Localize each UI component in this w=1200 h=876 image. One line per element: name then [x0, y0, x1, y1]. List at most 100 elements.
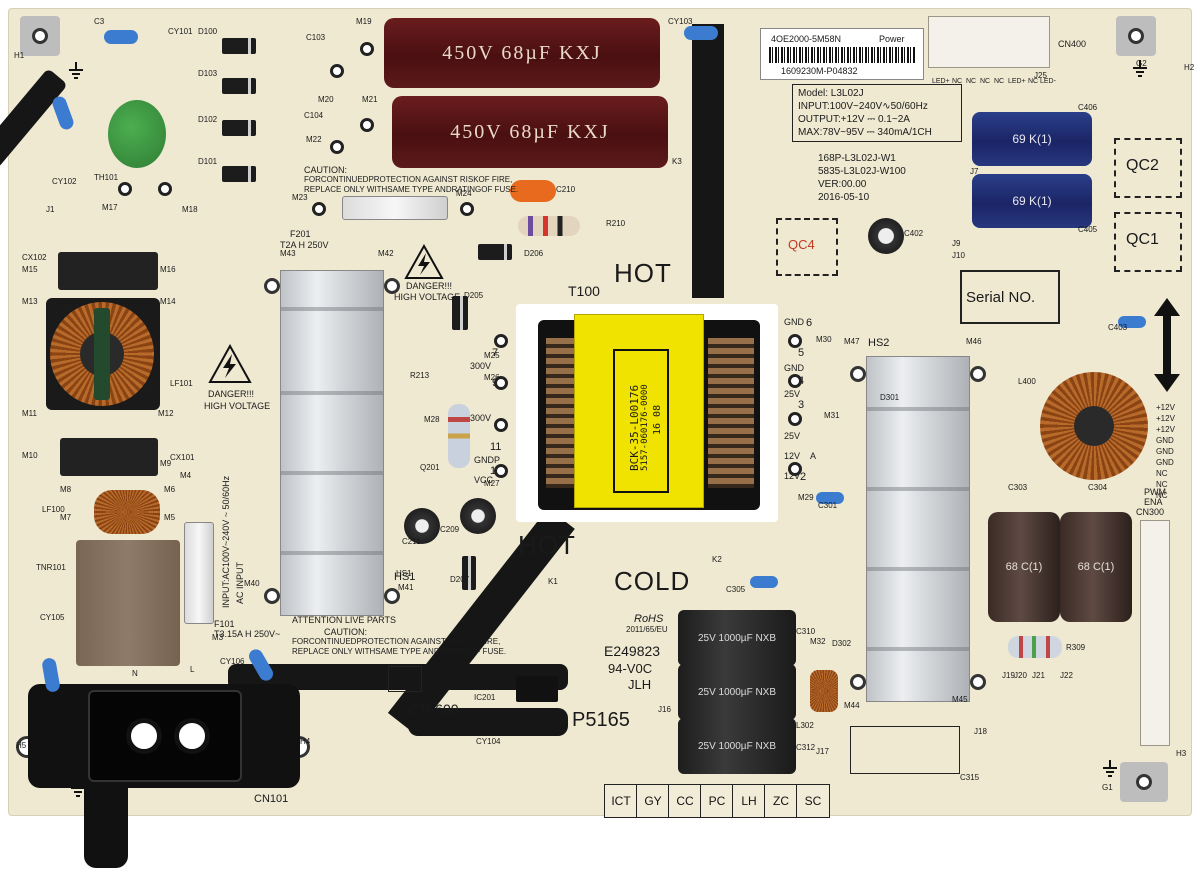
cn400-pin-2: NC	[966, 78, 977, 85]
cap-c312-text: 25V 1000µF NXB	[697, 740, 777, 752]
connector-cn300[interactable]	[1140, 520, 1170, 746]
heatsink-hs2-hole-bot	[850, 674, 866, 690]
t-pin-l0: 7	[492, 347, 499, 359]
cn400-pin-5: LED+	[1008, 78, 1026, 85]
refdes-m16: M16	[160, 265, 176, 274]
diode-d101	[222, 166, 256, 182]
refdes-c402: C402	[904, 229, 924, 238]
t-pin-r2: 5	[798, 347, 805, 359]
refdes-c310: C310	[796, 627, 816, 636]
refdes-m14: M14	[160, 297, 176, 306]
refdes-j7: J7	[970, 167, 979, 176]
cap-cx101	[60, 438, 158, 476]
resistor-r309	[1008, 636, 1062, 658]
refdes-m12: M12	[158, 409, 174, 418]
refdes-h1: H1	[14, 51, 25, 60]
out-pin-0: +12V	[1156, 403, 1175, 412]
ycap-cy103	[684, 26, 718, 40]
refdes-m13: M13	[22, 297, 38, 306]
qc1-box	[1114, 212, 1182, 272]
refdes-d101: D101	[198, 157, 218, 166]
ycap-c3	[104, 30, 138, 44]
cap-c310: 25V 1000µF NXB	[678, 610, 796, 666]
refdes-c104: C104	[304, 111, 324, 120]
trace-isolation-vertical	[692, 24, 724, 298]
transformer-date: 16 08	[652, 404, 663, 435]
cap-c402	[868, 218, 904, 254]
refdes-m3: M3	[212, 633, 224, 642]
refdes-j9: J9	[952, 239, 961, 248]
refdes-m24: M24	[456, 189, 472, 198]
refdes-m45: M45	[952, 695, 968, 704]
hs1-label: HS1	[394, 571, 416, 583]
ac-inlet-connector[interactable]	[28, 684, 300, 788]
output-line: OUTPUT:+12V ⎓ 0.1~2A	[798, 114, 910, 125]
code-cc: CC	[668, 784, 702, 818]
hot-label-bottom: HOT	[518, 530, 576, 560]
refdes-j21: J21	[1032, 671, 1045, 680]
out-pin-7: NC	[1156, 480, 1168, 489]
cap-c311: 25V 1000µF NXB	[678, 664, 796, 720]
mount-hole-h2	[1116, 16, 1156, 56]
connector-cn400[interactable]	[928, 16, 1050, 68]
danger2-sub: HIGH VOLTAGE	[204, 401, 271, 411]
ycap-c305	[750, 576, 778, 588]
refdes-j10: J10	[952, 251, 965, 260]
model-line: Model: L3L02J	[798, 88, 864, 99]
out-pin-8: NC	[1156, 491, 1168, 500]
out-pin-2: +12V	[1156, 425, 1175, 434]
qc4-box	[776, 218, 838, 276]
refdes-m29: M29	[798, 493, 814, 502]
t-pin-l4: 11	[490, 441, 502, 453]
qc4-label: QC4	[788, 237, 815, 252]
heatsink-hs2	[866, 356, 970, 702]
t-pin-l5: GNDP	[474, 455, 501, 465]
t-pin-r10: A	[810, 451, 817, 461]
refdes-c304: C304	[1088, 483, 1108, 492]
sticker-top: 4OE2000-5M58N	[771, 34, 842, 44]
refdes-m40: M40	[244, 579, 260, 588]
refdes-g1: G1	[1102, 783, 1113, 792]
inlet-latch	[84, 788, 128, 868]
refdes-h5: H5	[16, 741, 27, 750]
bulk-cap-lower-text: 450V 68µF KXJ	[450, 120, 610, 143]
max-line: MAX:78V~95V ⎓ 340mA/1CH	[798, 127, 932, 138]
diode-d103	[222, 78, 256, 94]
cn400-pin-labels: LED+ NC NC NC NC LED+ NC LED-	[932, 78, 1056, 108]
refdes-m11: M11	[22, 409, 37, 418]
refdes-h3: H3	[1176, 749, 1187, 758]
barcode-sticker: 4OE2000-5M58N Power 1609230M-P04832	[760, 28, 924, 80]
pcb-board: CN101 450V 68µF KXJ 450V 68µF KXJ F201 T…	[0, 8, 1194, 868]
transformer-code-1: BCK-35-L00176	[628, 384, 641, 471]
refdes-m44: M44	[844, 701, 860, 710]
cap-cx102	[58, 252, 158, 290]
qc2-label: QC2	[1126, 157, 1159, 174]
refdes-cy102: CY102	[52, 177, 77, 186]
refdes-n: N	[132, 669, 138, 678]
jlh-label: JLH	[628, 677, 652, 692]
fuse-f201	[342, 196, 448, 220]
refdes-m30: M30	[816, 335, 832, 344]
qc2-box	[1114, 138, 1182, 198]
out-pin-6: NC	[1156, 469, 1168, 478]
t-pin-r11: 12V	[784, 471, 801, 481]
refdes-cy101: CY101	[168, 27, 193, 36]
rohs-date: 2011/65/EU	[626, 625, 668, 634]
refdes-cy105: CY105	[40, 613, 65, 622]
heatsink-hs1-hole-bot-r	[384, 588, 400, 604]
barcode	[769, 47, 915, 63]
refdes-cx102: CX102	[22, 253, 47, 262]
cn400-pin-4: NC	[994, 78, 1005, 85]
inductor-l302	[810, 670, 838, 712]
refdes-cy103: CY103	[668, 17, 693, 26]
part-line-1: 168P-L3L02J-W1	[818, 153, 896, 164]
refdes-ic201: IC201	[474, 693, 496, 702]
transformer-windings-left	[546, 338, 574, 488]
serial-box	[960, 270, 1060, 324]
code-lh: LH	[732, 784, 766, 818]
refdes-j22: J22	[1060, 671, 1073, 680]
cap-c405-text: 69 K(1)	[1012, 194, 1052, 208]
refdes-m9: M9	[160, 459, 172, 468]
refdes-c305: C305	[726, 585, 746, 594]
refdes-d301: D301	[880, 393, 900, 402]
